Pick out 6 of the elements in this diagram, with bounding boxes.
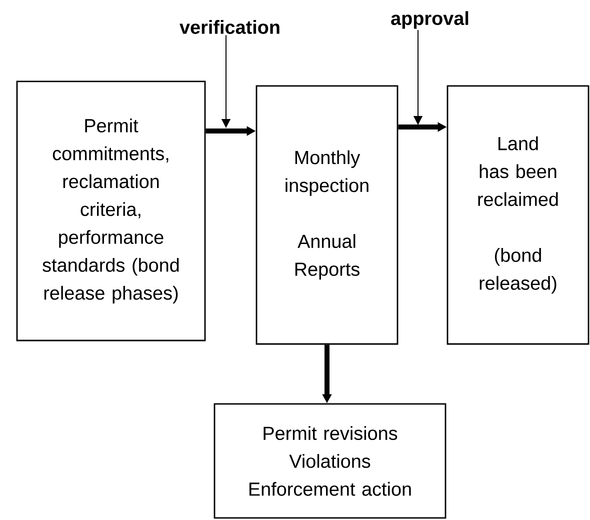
process-label: approval — [391, 11, 468, 29]
process-box: Land has been reclaimed (bond released) — [446, 85, 590, 345]
process-box: Permit revisions Violations Enforcement action — [214, 403, 446, 519]
process-label: verification — [180, 20, 280, 34]
process-box: Permit commitments, reclamation criteria, performance standards (bond release phases) — [16, 80, 206, 342]
process-box: Monthly inspection Annual Reports — [256, 85, 398, 345]
